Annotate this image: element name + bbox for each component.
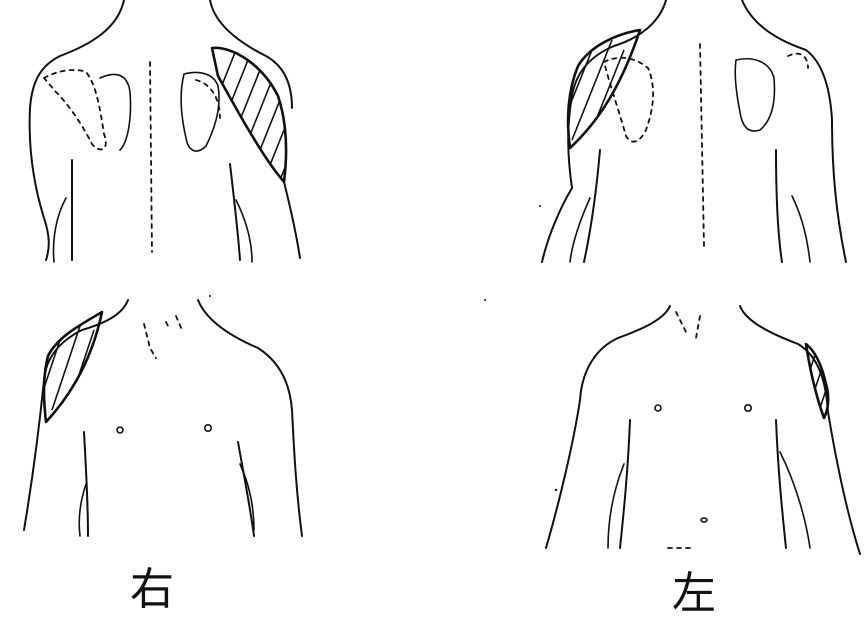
nipple-left bbox=[117, 427, 123, 433]
shaded-region-right-shoulder bbox=[40, 310, 118, 440]
shaded-region-left-upper-arm bbox=[800, 340, 844, 430]
hatching bbox=[40, 310, 118, 440]
clavicle-marks bbox=[144, 316, 182, 358]
spine-line bbox=[700, 44, 704, 246]
panel-right-front bbox=[24, 300, 302, 536]
hatching bbox=[550, 10, 648, 170]
label-left-side: 左 bbox=[672, 572, 716, 616]
label-right-side: 右 bbox=[130, 568, 174, 612]
torso-outline bbox=[546, 306, 860, 554]
nipple-left bbox=[655, 405, 661, 411]
nipple-right bbox=[745, 405, 751, 411]
torso-outline bbox=[30, 0, 300, 262]
panel-left-front bbox=[546, 306, 860, 554]
scapula-outlines bbox=[44, 70, 220, 151]
scan-specks bbox=[209, 61, 557, 491]
panel-left-back bbox=[542, 0, 846, 262]
scapula-outlines bbox=[604, 54, 808, 142]
nipple-right bbox=[205, 425, 211, 431]
spine-line bbox=[150, 62, 152, 252]
shaded-region-left-shoulder bbox=[550, 10, 648, 170]
navel bbox=[701, 518, 707, 522]
panel-right-back bbox=[30, 0, 312, 262]
clavicle-marks bbox=[676, 312, 700, 338]
